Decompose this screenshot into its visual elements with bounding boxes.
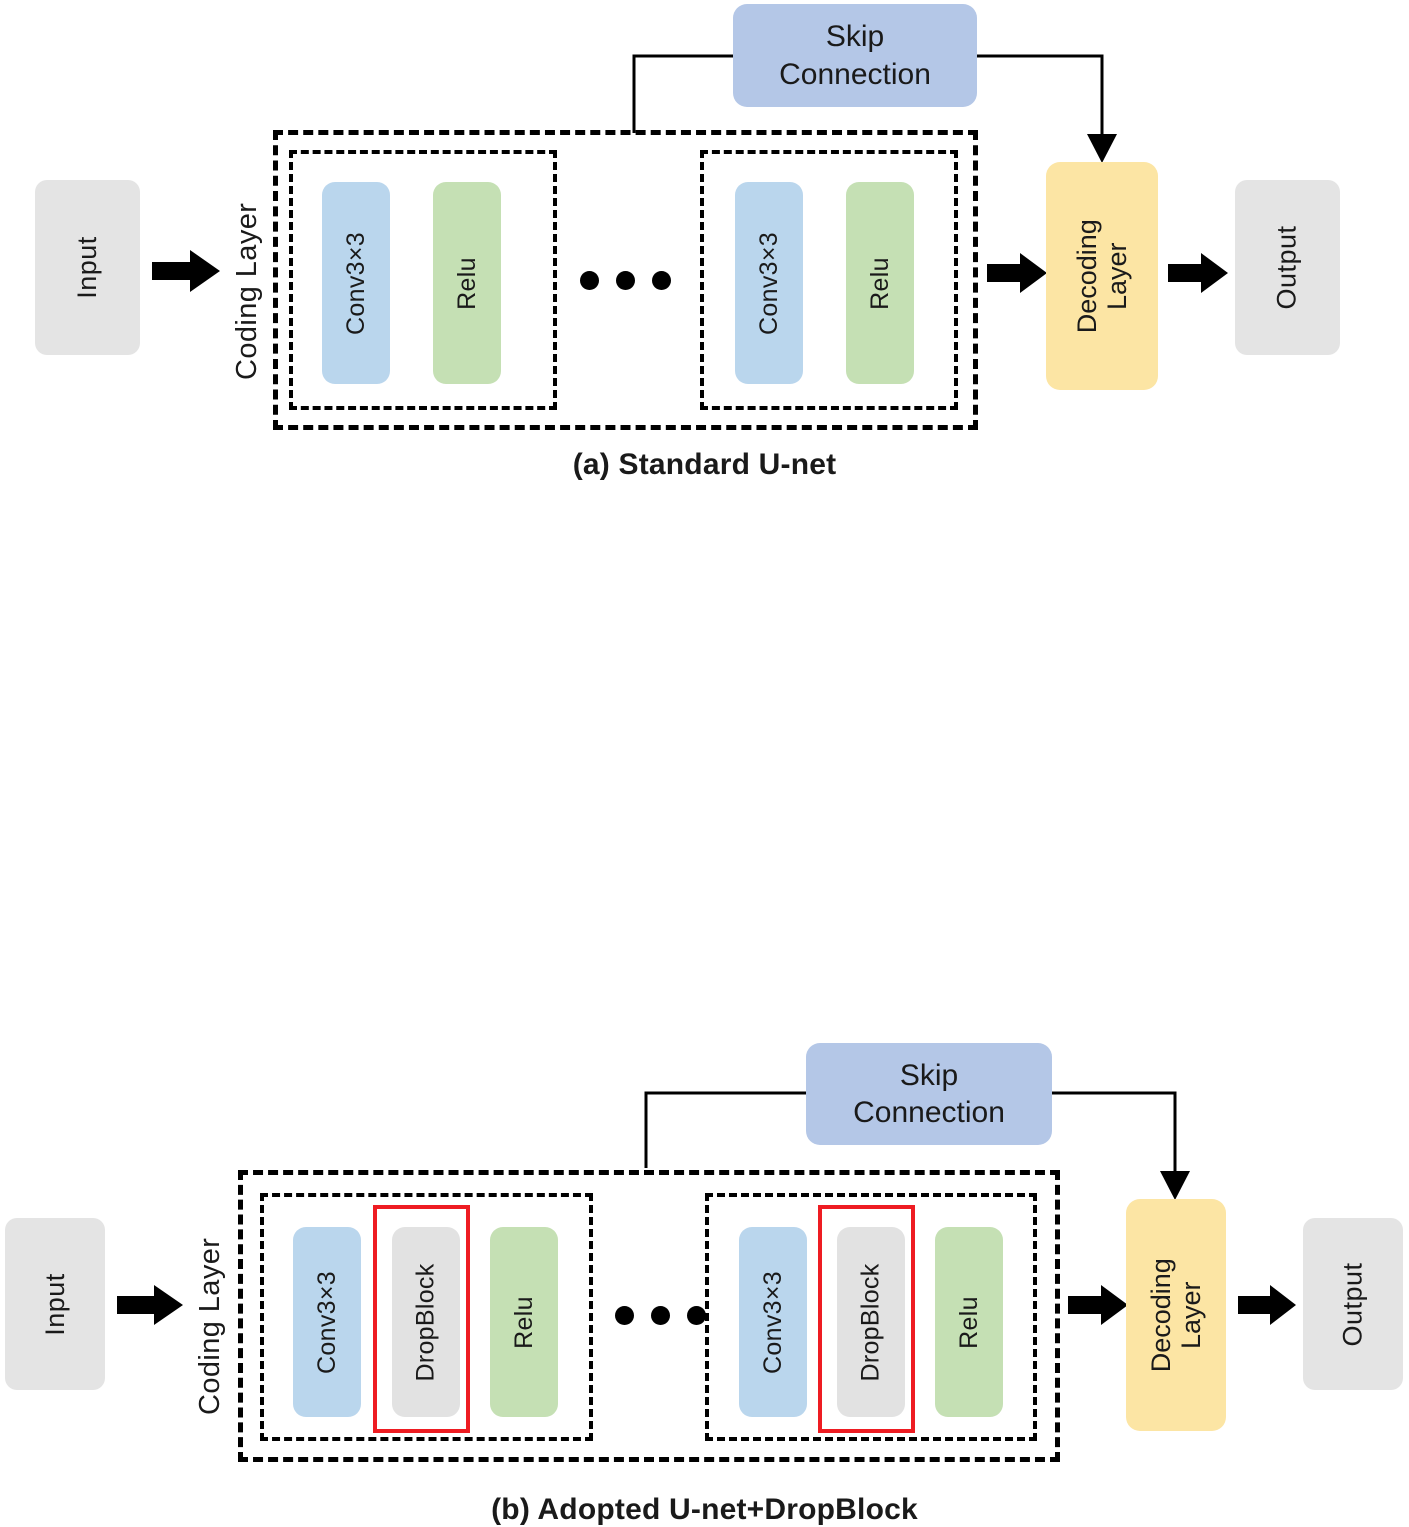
decoding-layer-label: Decoding Layer — [1072, 219, 1132, 333]
block-conv3x3-2-a: Conv3×3 — [735, 182, 803, 384]
block-relu-2-a: Relu — [846, 182, 914, 384]
block-relu-1-b: Relu — [490, 1227, 558, 1417]
skip-label-line2: Connection — [853, 1096, 1005, 1129]
skip-connector-b — [644, 1091, 1190, 1200]
skip-connection-box-b: Skip Connection — [806, 1043, 1052, 1145]
conv-group-box-2-a: Conv3×3 Relu — [700, 150, 958, 410]
input-box-a: Input — [35, 180, 140, 355]
conv-group-box-1-a: Conv3×3 Relu — [289, 150, 557, 410]
ellipsis-b — [615, 1306, 706, 1325]
arrow-coding-to-decoding-b — [1068, 1285, 1128, 1325]
block-label: Relu — [509, 1295, 538, 1349]
skip-connector-a — [632, 54, 1117, 163]
coding-layer-outer-box-a — [273, 130, 978, 430]
block-conv3x3-1-a: Conv3×3 — [322, 182, 390, 384]
decoding-layer-box-a: Decoding Layer — [1046, 162, 1158, 390]
block-label: Relu — [452, 256, 481, 310]
decoding-layer-label: Decoding Layer — [1146, 1258, 1206, 1372]
caption-a: (a) Standard U-net — [572, 448, 837, 481]
input-box-b: Input — [5, 1218, 105, 1390]
coding-layer-label-b: Coding Layer — [194, 1237, 226, 1415]
dropblock-highlight-2-b — [818, 1205, 915, 1433]
block-relu-2-b: Relu — [935, 1227, 1003, 1417]
block-conv3x3-1-b: Conv3×3 — [293, 1227, 361, 1417]
arrow-coding-to-decoding-a — [987, 253, 1047, 293]
decoding-label-line1: Decoding — [1071, 218, 1102, 334]
block-label: Conv3×3 — [312, 1270, 341, 1374]
arrow-input-to-coding-b — [117, 1285, 183, 1325]
skip-label-line2: Connection — [779, 57, 931, 91]
block-label: Conv3×3 — [754, 231, 783, 335]
block-label: Conv3×3 — [758, 1270, 787, 1374]
decoding-label-line2: Layer — [1102, 242, 1133, 310]
ellipsis-a — [580, 271, 671, 290]
decoding-label-line2: Layer — [1176, 1281, 1207, 1349]
arrow-decoding-to-output-a — [1168, 253, 1228, 293]
panel-standard-unet: Input Coding Layer Conv3×3 Relu Conv3×3 … — [0, 0, 1409, 515]
block-conv3x3-2-b: Conv3×3 — [739, 1227, 807, 1417]
block-relu-1-a: Relu — [433, 182, 501, 384]
output-box-b: Output — [1303, 1218, 1403, 1390]
input-label: Input — [39, 1272, 70, 1336]
output-box-a: Output — [1235, 180, 1340, 355]
input-label: Input — [72, 236, 102, 299]
block-label: Conv3×3 — [341, 231, 370, 335]
output-label: Output — [1272, 225, 1302, 310]
coding-layer-label-a: Coding Layer — [231, 202, 263, 380]
block-label: Relu — [954, 1295, 983, 1349]
skip-label-line1: Skip — [899, 1058, 959, 1092]
output-label: Output — [1337, 1261, 1368, 1347]
skip-label-line1: Skip — [825, 20, 885, 53]
arrow-input-to-coding-a — [152, 250, 220, 292]
skip-connection-box-a: Skip Connection — [733, 4, 977, 107]
decoding-label-line1: Decoding — [1145, 1257, 1176, 1373]
arrow-decoding-to-output-b — [1238, 1285, 1296, 1325]
block-label: Relu — [865, 256, 894, 310]
caption-b: (b) Adopted U-net+DropBlock — [491, 1493, 918, 1526]
dropblock-highlight-1-b — [373, 1205, 470, 1433]
decoding-layer-box-b: Decoding Layer — [1126, 1199, 1226, 1431]
panel-adopted-unet-dropblock: Input Coding Layer Conv3×3 DropBlock Rel… — [0, 515, 1409, 1526]
